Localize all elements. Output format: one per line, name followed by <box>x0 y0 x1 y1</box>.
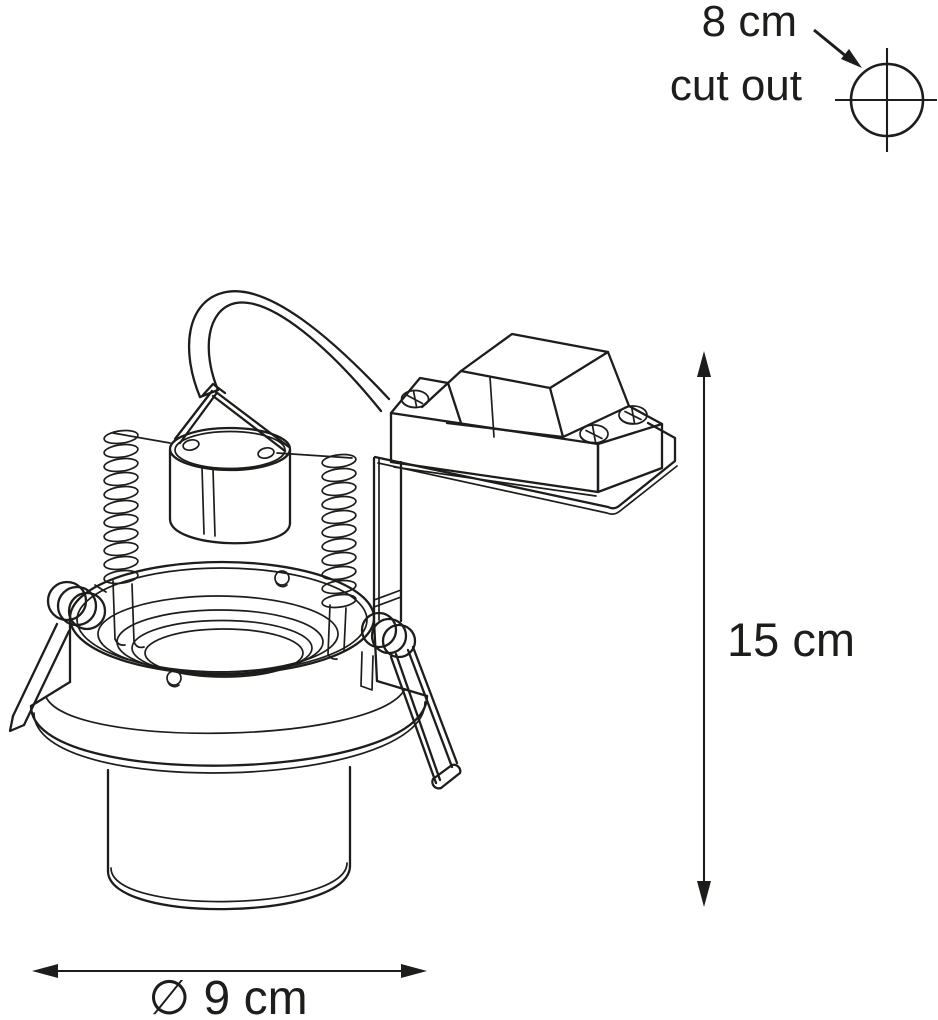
cutout-symbol-icon <box>835 48 937 152</box>
coil-spring-right <box>276 452 357 660</box>
lamp-housing <box>106 765 352 911</box>
cutout-size-label: 8 cm <box>702 0 797 46</box>
lamp-holder <box>168 426 292 545</box>
mounting-yoke <box>173 382 291 453</box>
driver-box <box>389 332 664 497</box>
screw-terminal-icon <box>579 424 609 444</box>
hanger-strap <box>372 456 403 623</box>
spring-clip-left <box>8 580 107 733</box>
height-dimension-arrow: 15 cm <box>697 351 855 907</box>
diameter-dimension-arrow: ∅ 9 cm <box>32 964 427 1020</box>
screw-terminal-icon <box>618 405 648 425</box>
cutout-annotation: 8 cm cut out <box>670 0 937 152</box>
height-value-label: 15 cm <box>727 613 855 666</box>
spring-clip-right <box>360 611 462 790</box>
fixture-drawing <box>8 290 678 911</box>
cutout-caption-label: cut out <box>670 61 802 110</box>
screw-terminal-icon <box>400 389 430 409</box>
coil-spring-left <box>103 429 171 649</box>
mounting-plate <box>373 421 678 515</box>
diameter-value-label: ∅ 9 cm <box>148 972 307 1020</box>
cutout-pointer-arrow <box>813 28 862 68</box>
